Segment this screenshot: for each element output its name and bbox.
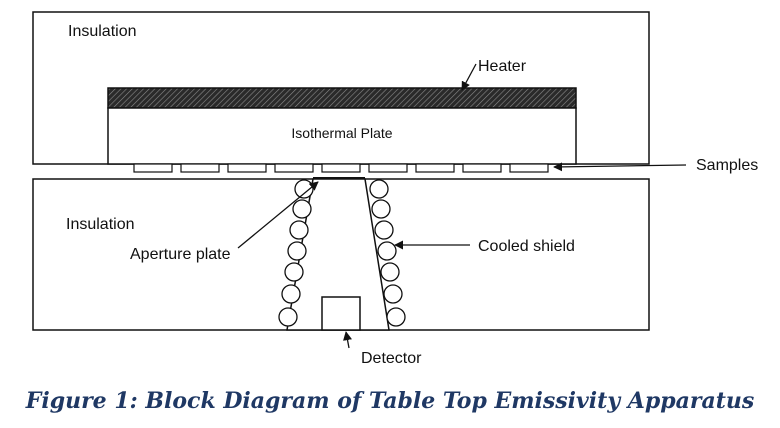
coil-circle [374, 220, 394, 240]
sample [462, 163, 502, 173]
detector [321, 296, 361, 331]
figure-caption: Figure 1: Block Diagram of Table Top Emi… [25, 388, 755, 414]
detector-label: Detector [361, 350, 422, 367]
isothermal-plate-label: Isothermal Plate [291, 125, 392, 141]
sample [368, 163, 408, 173]
cooled-shield-right-coils [369, 179, 406, 327]
coil-circle [287, 241, 307, 261]
heater-label: Heater [478, 58, 527, 75]
sample [133, 163, 173, 173]
insulation-top-label: Insulation [68, 23, 137, 40]
heater [107, 87, 577, 109]
coil-circle [380, 262, 400, 282]
insulation-bottom-label: Insulation [66, 216, 135, 233]
sample [321, 163, 361, 173]
cooled-shield-label: Cooled shield [478, 238, 575, 255]
diagram-canvas: Insulation Heater Isothermal Plate Sampl… [32, 11, 758, 367]
sample [415, 163, 455, 173]
heater-leader [461, 63, 477, 91]
samples-row [133, 163, 549, 173]
aperture-plate-label: Aperture plate [130, 246, 231, 263]
coil-circle [386, 307, 406, 327]
coil-circle [284, 262, 304, 282]
coil-circle [383, 284, 403, 304]
sample [180, 163, 220, 173]
coil-circle [377, 241, 397, 261]
detector-leader [343, 331, 352, 349]
aperture-plate-leader [237, 181, 319, 249]
samples-leader [553, 162, 687, 172]
sample [274, 163, 314, 173]
coil-circle [278, 307, 298, 327]
coil-circle [369, 179, 389, 199]
coil-circle [371, 199, 391, 219]
coil-circle [292, 199, 312, 219]
samples-label: Samples [696, 157, 758, 174]
coil-circle [281, 284, 301, 304]
cooled-shield-left-coils [278, 179, 314, 327]
coil-circle [289, 220, 309, 240]
sample [509, 163, 549, 173]
sample [227, 163, 267, 173]
